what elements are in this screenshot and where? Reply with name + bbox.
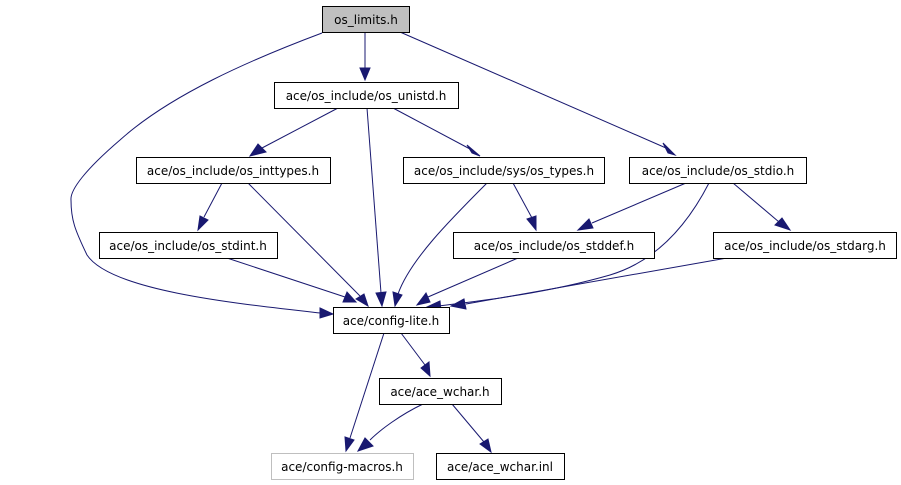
edge-os_stdint-config_lite (226, 257, 358, 303)
edge-os_unistd-os_inttypes (248, 107, 339, 157)
node-os-limits[interactable]: os_limits.h (322, 6, 410, 33)
edge-os_types-os_stddef (512, 182, 537, 232)
edge-os_stdio-os_stdarg (732, 182, 792, 231)
node-os-unistd[interactable]: ace/os_include/os_unistd.h (274, 82, 459, 109)
node-label: ace/config-lite.h (343, 314, 440, 328)
node-os-types[interactable]: ace/os_include/sys/os_types.h (403, 157, 605, 184)
node-label: ace/os_include/os_inttypes.h (147, 164, 319, 178)
edge-ace_wchar_h-config_macros (356, 403, 424, 452)
node-ace-wchar-inl[interactable]: ace/ace_wchar.inl (436, 453, 565, 480)
edge-config_lite-config_macros (344, 332, 385, 453)
edge-os_stdarg-config_lite (449, 257, 728, 310)
node-config-macros: ace/config-macros.h (271, 453, 414, 480)
node-label: ace/os_include/os_unistd.h (286, 89, 447, 103)
node-label: ace/os_include/os_stdio.h (642, 164, 795, 178)
edge-os_limits-os_unistd (359, 32, 371, 82)
node-label: ace/config-macros.h (281, 460, 403, 474)
node-label: ace/ace_wchar.h (390, 385, 489, 399)
edge-os_inttypes-os_stdint (197, 182, 223, 232)
node-label: ace/ace_wchar.inl (447, 460, 553, 474)
node-label: ace/os_include/sys/os_types.h (414, 164, 594, 178)
node-os-inttypes[interactable]: ace/os_include/os_inttypes.h (136, 157, 331, 184)
node-label: ace/os_include/os_stdint.h (109, 239, 267, 253)
node-ace-wchar-h[interactable]: ace/ace_wchar.h (379, 378, 502, 405)
node-os-stdint[interactable]: ace/os_include/os_stdint.h (99, 232, 278, 259)
edge-os_unistd-config_lite (366, 107, 387, 308)
edge-os_limits-os_stdio (399, 31, 677, 157)
edge-os_stddef-config_lite (415, 257, 519, 306)
edge-os_stdio-os_stddef (576, 182, 687, 231)
node-label: ace/os_include/os_stddef.h (474, 239, 634, 253)
node-os-stdio[interactable]: ace/os_include/os_stdio.h (629, 157, 807, 184)
node-label: ace/os_include/os_stdarg.h (724, 239, 886, 253)
node-label: os_limits.h (334, 13, 398, 27)
edge-os_inttypes-config_lite (247, 182, 369, 308)
edge-os_limits-config_lite (70, 32, 335, 319)
node-os-stddef[interactable]: ace/os_include/os_stddef.h (453, 232, 655, 259)
node-config-lite[interactable]: ace/config-lite.h (333, 307, 450, 334)
edge-os_unistd-os_types (392, 107, 481, 157)
edge-os_types-config_lite (392, 182, 488, 308)
node-os-stdarg[interactable]: ace/os_include/os_stdarg.h (713, 232, 897, 259)
edge-config_lite-ace_wchar_h (400, 332, 431, 378)
edge-ace_wchar_h-ace_wchar_inl (451, 403, 492, 454)
